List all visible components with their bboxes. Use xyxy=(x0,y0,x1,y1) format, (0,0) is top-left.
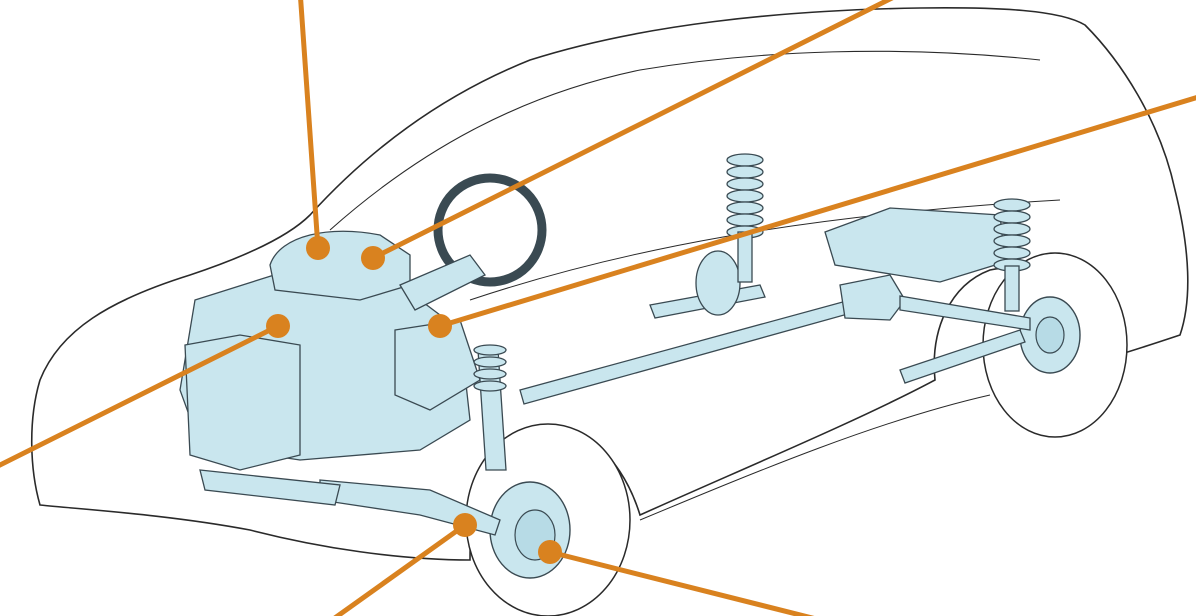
rear-differential xyxy=(839,274,906,321)
callout-markers xyxy=(266,236,562,564)
callout-steering-column-marker xyxy=(428,314,452,338)
rear-axle xyxy=(899,295,1031,331)
car-sill-line xyxy=(639,394,991,521)
callout-front-wheel-hub-line xyxy=(547,549,815,616)
rear-right-coil-spring xyxy=(993,198,1031,312)
rear-left-hub xyxy=(695,250,741,316)
car-beltline xyxy=(469,199,1061,301)
callout-front-suspension-arm-marker xyxy=(453,513,477,537)
callout-engine-top-left-line xyxy=(298,0,321,251)
callout-radiator-front-line xyxy=(0,323,281,468)
callout-steering-column-line xyxy=(437,95,1196,329)
callout-radiator-front-marker xyxy=(266,314,290,338)
callout-front-wheel-hub-marker xyxy=(538,540,562,564)
steering-column xyxy=(399,254,486,311)
callout-engine-top-left-marker xyxy=(306,236,330,260)
front-subframe xyxy=(199,469,341,506)
car-roofline xyxy=(329,50,1041,231)
radiator xyxy=(184,334,301,471)
rear-left-coil-spring xyxy=(726,153,764,283)
callout-front-suspension-arm-line xyxy=(333,522,468,616)
engine-top-cover xyxy=(269,230,411,301)
callout-engine-top-right-line xyxy=(370,0,894,261)
front-coil-spring xyxy=(473,344,507,392)
rear-trailing-arm xyxy=(899,329,1026,384)
callout-engine-top-right-marker xyxy=(361,246,385,270)
